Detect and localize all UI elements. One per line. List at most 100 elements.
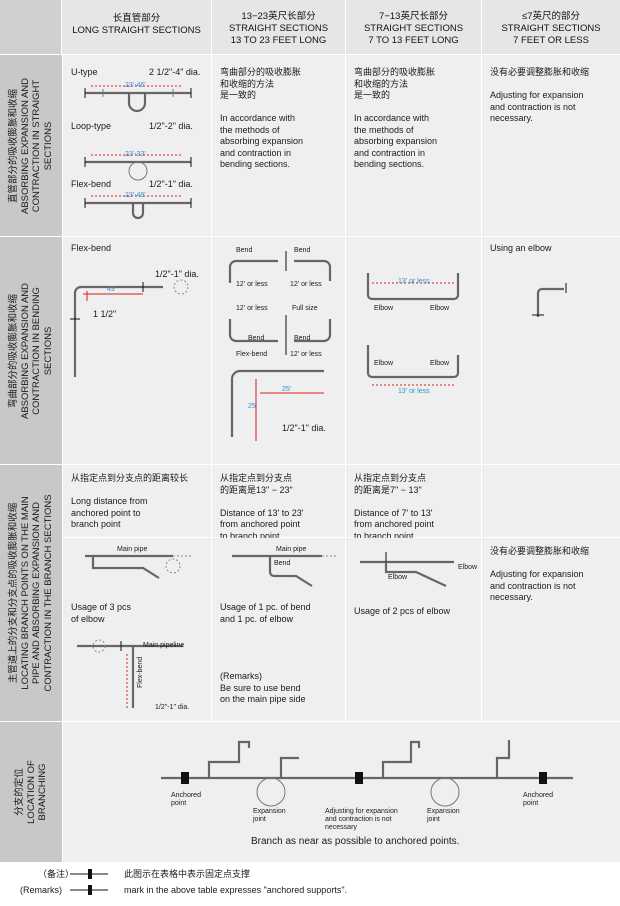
row3-zh: 主管道上的分支和分支点的吸收膨胀和收缩: [8, 502, 19, 684]
row3-en1: LOCATING BRANCH POINTS ON THE MAIN: [19, 496, 31, 690]
row2-en3: SECTIONS: [42, 326, 54, 375]
flexbend-label-2: Flex-bend: [236, 351, 268, 358]
mainpipe-label-1: Main pipe: [117, 546, 148, 553]
header-col1-zh: 长直管部分: [112, 13, 161, 24]
straight-13-23-text: 弯曲部分的吸收膨胀 和收缩的方法 是一致的 In accordance with…: [220, 67, 304, 169]
branch-7-13-diagram: [360, 552, 454, 587]
row3-en2: PIPE AND ABSORBING EXPANSION AND: [31, 502, 42, 684]
bend-flex-diagram: [70, 279, 189, 377]
twelve-label-2: 12' or less: [290, 281, 322, 288]
flexbend-length: 23'-49': [125, 192, 146, 199]
utype-label: U-type: [71, 67, 98, 77]
mainpipe-label-2: Main pipe: [276, 546, 307, 553]
header-long-straight: 长直管部分 LONG STRAIGHT SECTIONS: [62, 0, 212, 54]
mainpipeline-label: Main pipeline: [143, 642, 185, 649]
utype-diagram: [84, 85, 192, 220]
branch-13-23-text: 从指定点到分支点 的距离是13" − 23" Distance of 13' t…: [220, 473, 304, 541]
bend-label-4: Bend: [294, 335, 311, 342]
twelve-label-1: 12' or less: [236, 281, 268, 288]
bend-label-1: Bend: [236, 247, 253, 254]
branch-7-less-text: 没有必要调整膨胀和收缩 Adjusting for expansion and …: [490, 546, 590, 602]
thirteen-bottom: 13' or less: [398, 388, 430, 395]
cell-bending-7-less: Using an elbow: [482, 237, 620, 464]
elbow-3: Elbow: [374, 360, 394, 367]
cell-bending-13-23: Bend Bend 12' or less 12' or less 12' or…: [212, 237, 345, 464]
header-7-13: 7−13英尺长部分 STRAIGHT SECTIONS 7 TO 13 FEET…: [346, 0, 482, 54]
loop-dia: 1/2"-2" dia.: [149, 121, 193, 131]
utype-dia: 2 1/2"-4" dia.: [149, 67, 201, 77]
row4-en1: LOCATION OF: [25, 760, 37, 824]
row1-en1: ABSORBING EXPANSION AND: [19, 77, 31, 214]
branch-elbow-2: Elbow: [458, 564, 478, 571]
utype-length: 23'-46': [125, 82, 146, 89]
anchored-point-1: Anchored point: [171, 792, 201, 807]
branch-bend-label: Bend: [274, 560, 291, 567]
straight-7-13-text: 弯曲部分的吸收膨胀 和收缩的方法 是一致的 In accordance with…: [354, 67, 438, 169]
cell-straight-7-less: 没有必要调整膨胀和收缩 Adjusting for expansion and …: [482, 55, 620, 236]
cell-straight-long: U-type 2 1/2"-4" dia. 23'-46' Loop-type …: [63, 55, 211, 236]
bend-13-23-diagram: [228, 251, 332, 441]
remarks-zh-text: 此图示在表格中表示固定点支撑: [124, 869, 251, 879]
bend-label-3: Bend: [248, 335, 265, 342]
bend-radius: 1 1/2": [93, 309, 117, 319]
branch-flexbend-label: Flex-bend: [137, 656, 144, 688]
cell-bending-7-13: 13' or less Elbow Elbow Elbow Elbow 13' …: [346, 237, 481, 464]
expansion-table: 长直管部分 LONG STRAIGHT SECTIONS 13−23英尺长部分 …: [0, 0, 620, 862]
cell-branch-long-bottom: Main pipe Usage of 3 pcs of elbow Main p…: [63, 538, 211, 721]
header-col4-en1: STRAIGHT SECTIONS: [501, 23, 601, 34]
header-col4-en2: 7 FEET OR LESS: [513, 35, 589, 46]
expansion-joint-1: Expansion joint: [253, 808, 286, 823]
cell-branch-7-less-top: [482, 465, 620, 537]
branch-13-23-diagram: [232, 554, 338, 587]
bend-label-2: Bend: [294, 247, 311, 254]
anchored-point-2: Anchored point: [523, 792, 553, 807]
adjusting-not-necessary: Adjusting for expansion and contraction …: [325, 808, 398, 831]
twelve-label-3: 12' or less: [236, 305, 268, 312]
cell-branch-13-23-top: 从指定点到分支点 的距离是13" − 23" Distance of 13' t…: [212, 465, 345, 541]
branch-long-text: 从指定点到分支点的距离较长 Long distance from anchore…: [71, 473, 189, 529]
branch-13-23-usage: Usage of 1 pc. of bend and 1 pc. of elbo…: [220, 602, 311, 704]
remarks-zh-label: （备注）: [38, 869, 75, 879]
fullsize-label: Full size: [292, 305, 318, 312]
elbow-1: Elbow: [374, 305, 394, 312]
bend-7-13-diagram: [366, 273, 460, 386]
row1-en3: SECTIONS: [42, 121, 54, 170]
len-25-vertical: 25': [248, 403, 258, 410]
branch-7-13-usage: Usage of 2 pcs of elbow: [354, 606, 451, 616]
row4-en2: BRANCHING: [36, 763, 48, 821]
len-25-horizontal: 25': [282, 386, 292, 393]
header-col3-en2: 7 TO 13 FEET LONG: [368, 35, 459, 46]
header-col1-en: LONG STRAIGHT SECTIONS: [72, 25, 201, 36]
branch-elbow-1: Elbow: [388, 574, 408, 581]
bend-flex-dia: 1/2"-1" dia.: [155, 269, 199, 279]
header-col2-zh: 13−23英尺长部分: [241, 11, 316, 22]
header-7-less: ≤7英尺的部分 STRAIGHT SECTIONS 7 FEET OR LESS: [482, 0, 620, 54]
cell-branch-13-23-bottom: Main pipe Bend Usage of 1 pc. of bend an…: [212, 538, 345, 721]
branch-dia-label: 1/2"-1" dia.: [155, 704, 190, 711]
remarks-en-text: mark in the above table expresses "ancho…: [124, 885, 348, 895]
row2-en1: ABSORBING EXPANSION AND: [19, 282, 31, 419]
cell-branch-7-less-bottom: 没有必要调整膨胀和收缩 Adjusting for expansion and …: [482, 538, 620, 721]
elbow-2: Elbow: [430, 305, 450, 312]
elbow-diagram: [532, 283, 567, 317]
header-col4-zh: ≤7英尺的部分: [522, 11, 580, 22]
cell-bending-long: Flex-bend 1/2"-1" dia. 49' 1 1/2": [63, 237, 211, 464]
header-col2-en1: STRAIGHT SECTIONS: [228, 23, 329, 34]
cell-branch-long-top: 从指定点到分支点的距离较长 Long distance from anchore…: [63, 465, 211, 537]
row3-en3: CONTRACTION IN THE BRANCH SECTIONS: [42, 494, 54, 692]
branch-long-usage: Usage of 3 pcs of elbow: [71, 602, 132, 624]
row4-zh: 分支的定位: [13, 768, 25, 816]
flexbend-dia: 1/2"-1" dia.: [149, 179, 193, 189]
bend-flex-label: Flex-bend: [71, 243, 112, 253]
bend-dia-2: 1/2"-1" dia.: [282, 423, 326, 433]
location-caption: Branch as near as possible to anchored p…: [251, 836, 460, 847]
header-col2-en2: 13 TO 23 FEET LONG: [230, 35, 327, 46]
header-col3-en1: STRAIGHT SECTIONS: [363, 23, 464, 34]
twelve-label-4: 12' or less: [290, 351, 322, 358]
thirteen-top: 13' or less: [398, 278, 430, 285]
row1-zh: 直管部分的吸收膨胀和收缩: [8, 88, 19, 203]
